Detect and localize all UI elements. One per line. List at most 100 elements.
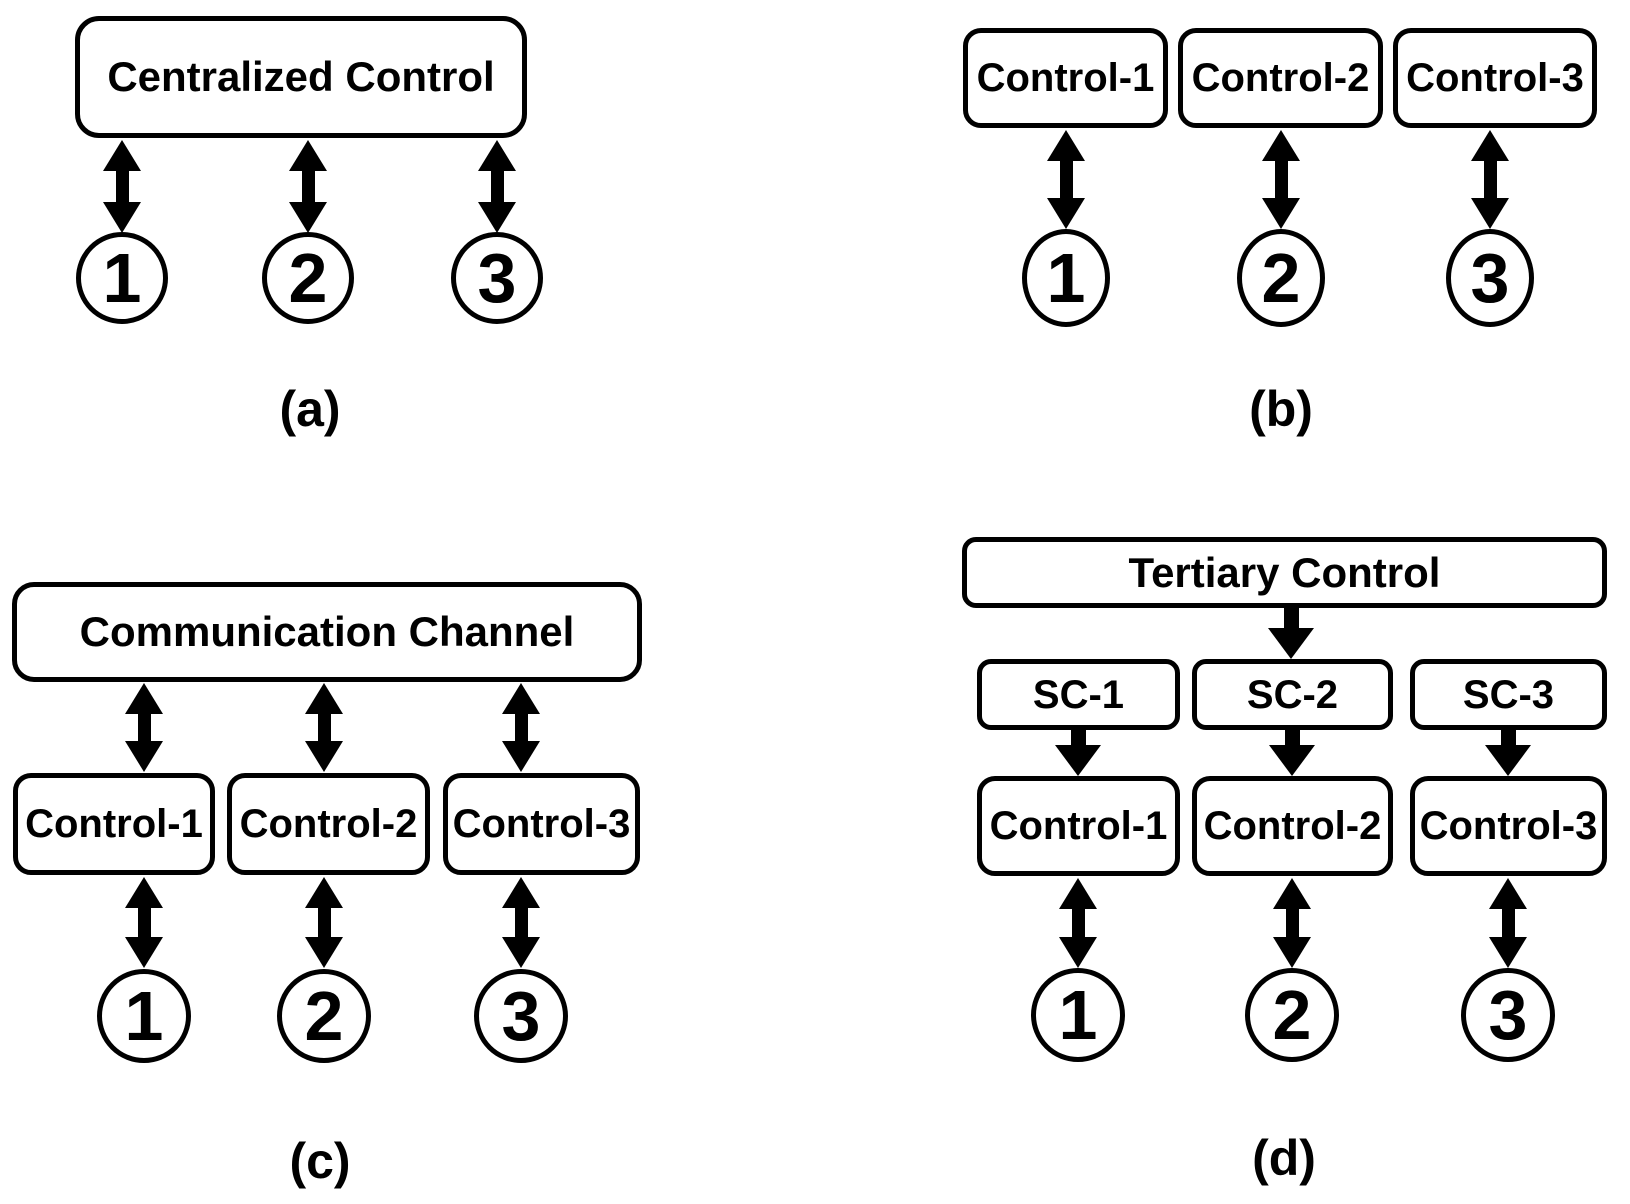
bidirectional-arrow bbox=[1047, 130, 1085, 229]
sc-1-label: SC-1 bbox=[1032, 672, 1125, 717]
control-3-box: Control-3 bbox=[443, 773, 640, 875]
tertiary-control-label: Tertiary Control bbox=[1128, 548, 1441, 596]
bidirectional-arrow bbox=[502, 877, 540, 968]
unit-circle-1: 1 bbox=[1031, 968, 1125, 1062]
control-1-box: Control-1 bbox=[963, 28, 1168, 128]
arrowhead-up-icon bbox=[1047, 130, 1085, 161]
arrowhead-up-icon bbox=[1471, 130, 1509, 161]
arrowhead-down-icon bbox=[502, 937, 540, 968]
bidirectional-arrow bbox=[305, 877, 343, 968]
sc-1-box: SC-1 bbox=[977, 659, 1180, 730]
control-1-label: Control-1 bbox=[25, 802, 203, 846]
control-2-label: Control-2 bbox=[1203, 804, 1382, 848]
centralized-control-label: Centralized Control bbox=[107, 53, 495, 100]
control-3-label: Control-3 bbox=[1419, 804, 1598, 848]
unit-number: 3 bbox=[501, 977, 541, 1055]
control-2-label: Control-2 bbox=[239, 802, 418, 846]
arrowhead-up-icon bbox=[478, 140, 516, 171]
arrowhead-down-icon bbox=[1471, 198, 1509, 229]
unit-circle-2: 2 bbox=[1245, 968, 1339, 1062]
arrowhead-up-icon bbox=[1489, 878, 1527, 909]
down-arrow bbox=[1268, 608, 1314, 659]
arrowhead-up-icon bbox=[305, 683, 343, 714]
panel-caption-a: (a) bbox=[279, 381, 341, 437]
arrowhead-up-icon bbox=[1273, 878, 1311, 909]
arrowhead-down-icon bbox=[478, 202, 516, 233]
unit-circle-1: 1 bbox=[1022, 229, 1110, 327]
tertiary-control-box: Tertiary Control bbox=[962, 537, 1607, 608]
arrowhead-up-icon bbox=[289, 140, 327, 171]
arrowhead-down-icon bbox=[305, 741, 343, 772]
arrowhead-down-icon bbox=[502, 741, 540, 772]
unit-circle-1: 1 bbox=[97, 969, 191, 1063]
sc-3-label: SC-3 bbox=[1462, 672, 1555, 717]
unit-number: 1 bbox=[1046, 239, 1086, 317]
arrowhead-down-icon bbox=[1273, 937, 1311, 968]
control-1-box: Control-1 bbox=[977, 776, 1180, 876]
control-2-box: Control-2 bbox=[1178, 28, 1383, 128]
arrowhead-down-icon bbox=[1489, 937, 1527, 968]
unit-circle-3: 3 bbox=[474, 969, 568, 1063]
bidirectional-arrow bbox=[125, 683, 163, 772]
arrowhead-down-icon bbox=[1485, 745, 1531, 776]
bidirectional-arrow bbox=[103, 140, 141, 233]
arrowhead-down-icon bbox=[1262, 198, 1300, 229]
arrowhead-down-icon bbox=[305, 937, 343, 968]
arrowhead-down-icon bbox=[1269, 745, 1315, 776]
unit-number: 1 bbox=[1058, 976, 1098, 1054]
arrowhead-down-icon bbox=[125, 741, 163, 772]
down-arrow bbox=[1269, 730, 1315, 776]
unit-number: 2 bbox=[288, 239, 328, 317]
unit-number: 3 bbox=[1488, 976, 1528, 1054]
bidirectional-arrow bbox=[1489, 878, 1527, 968]
unit-number: 1 bbox=[124, 977, 164, 1055]
centralized-control-box: Centralized Control bbox=[75, 16, 527, 138]
arrowhead-up-icon bbox=[125, 877, 163, 908]
arrowhead-down-icon bbox=[1268, 628, 1314, 659]
bidirectional-arrow bbox=[1059, 878, 1097, 968]
bidirectional-arrow bbox=[125, 877, 163, 968]
unit-circle-3: 3 bbox=[1446, 229, 1534, 327]
bidirectional-arrow bbox=[1471, 130, 1509, 229]
bidirectional-arrow bbox=[289, 140, 327, 233]
unit-number: 1 bbox=[102, 239, 142, 317]
arrowhead-up-icon bbox=[502, 877, 540, 908]
communication-channel-label: Communication Channel bbox=[79, 608, 575, 655]
control-2-box: Control-2 bbox=[1192, 776, 1393, 876]
arrowhead-down-icon bbox=[1059, 937, 1097, 968]
control-3-box: Control-3 bbox=[1410, 776, 1607, 876]
arrowhead-up-icon bbox=[1059, 878, 1097, 909]
sc-2-box: SC-2 bbox=[1192, 659, 1393, 730]
bidirectional-arrow bbox=[305, 683, 343, 772]
arrowhead-up-icon bbox=[103, 140, 141, 171]
arrowhead-up-icon bbox=[1262, 130, 1300, 161]
unit-circle-3: 3 bbox=[1461, 968, 1555, 1062]
arrowhead-down-icon bbox=[103, 202, 141, 233]
control-2-label: Control-2 bbox=[1191, 56, 1370, 100]
unit-circle-3: 3 bbox=[451, 232, 543, 324]
arrowhead-up-icon bbox=[305, 877, 343, 908]
control-3-box: Control-3 bbox=[1393, 28, 1597, 128]
control-1-label: Control-1 bbox=[976, 56, 1155, 100]
sc-2-label: SC-2 bbox=[1246, 672, 1339, 717]
unit-circle-2: 2 bbox=[262, 232, 354, 324]
down-arrow bbox=[1055, 730, 1101, 776]
down-arrow bbox=[1485, 730, 1531, 776]
arrowhead-down-icon bbox=[125, 937, 163, 968]
unit-circle-2: 2 bbox=[277, 969, 371, 1063]
control-3-label: Control-3 bbox=[452, 802, 631, 846]
bidirectional-arrow bbox=[1262, 130, 1300, 229]
arrowhead-down-icon bbox=[1047, 198, 1085, 229]
bidirectional-arrow bbox=[502, 683, 540, 772]
control-3-label: Control-3 bbox=[1406, 56, 1584, 100]
control-2-box: Control-2 bbox=[227, 773, 430, 875]
panel-caption-c: (c) bbox=[289, 1133, 351, 1189]
arrowhead-down-icon bbox=[1055, 745, 1101, 776]
unit-circle-2: 2 bbox=[1237, 229, 1325, 327]
unit-number: 2 bbox=[1272, 976, 1312, 1054]
communication-channel-box: Communication Channel bbox=[12, 582, 642, 682]
sc-3-box: SC-3 bbox=[1410, 659, 1607, 730]
arrowhead-down-icon bbox=[289, 202, 327, 233]
panel-caption-b: (b) bbox=[1249, 381, 1313, 437]
